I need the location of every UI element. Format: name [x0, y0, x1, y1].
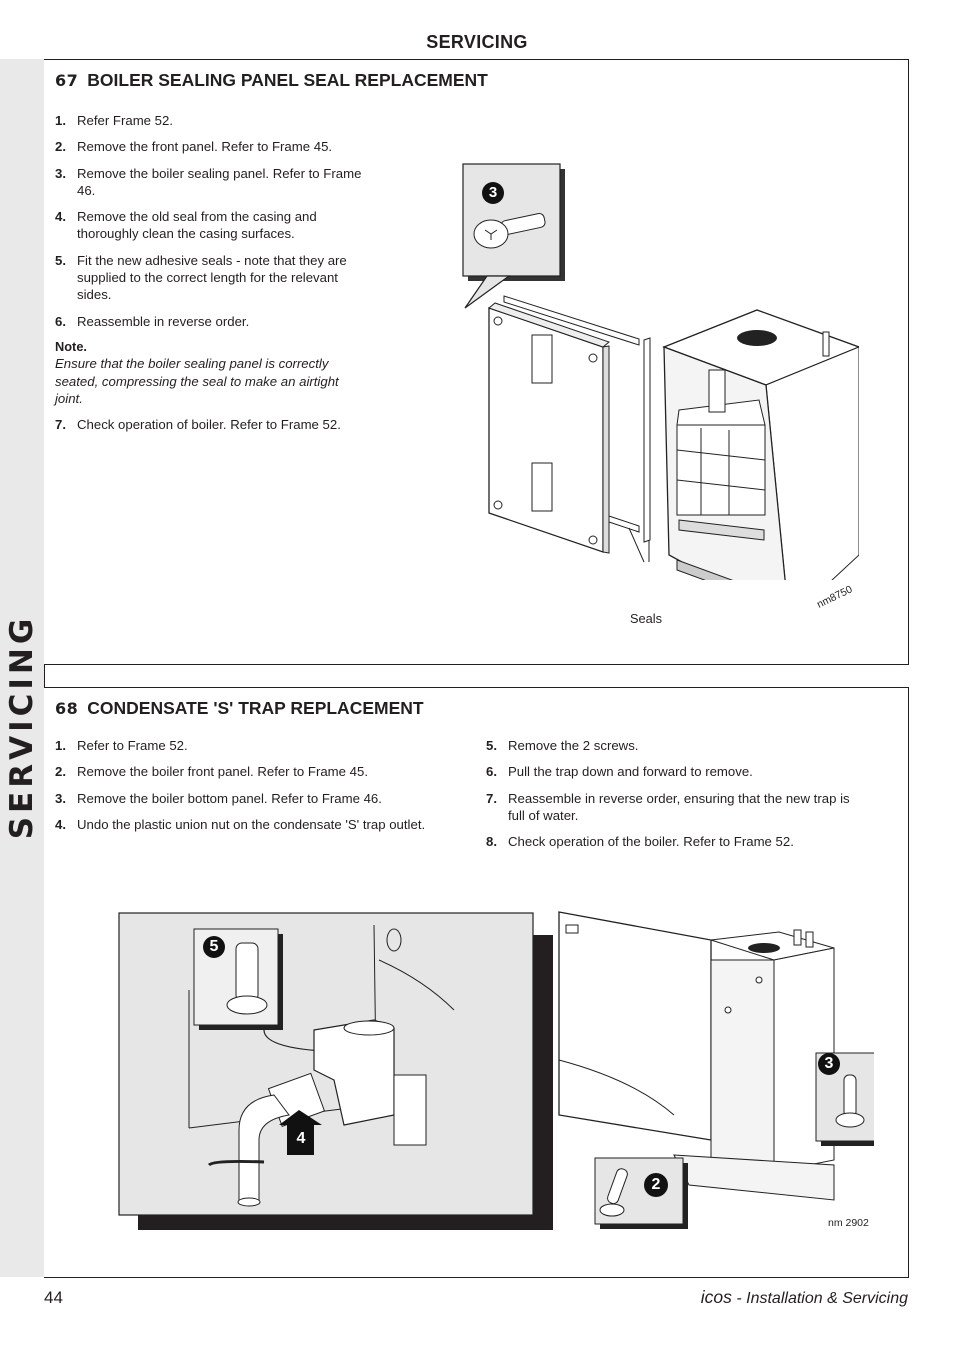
step-item: 7.Check operation of boiler. Refer to Fr… [55, 417, 341, 433]
section-title: SERVICING [426, 32, 528, 52]
frame-number: 67 [55, 71, 79, 90]
callout-number: 3 [488, 184, 498, 201]
sealing-panel [487, 302, 611, 554]
page-number: 44 [44, 1288, 63, 1307]
note-block: Note. Ensure that the boiler sealing pan… [55, 338, 365, 407]
illustration-svg [118, 911, 874, 1230]
step-item: 6.Pull the trap down and forward to remo… [486, 764, 753, 780]
callout-number-2: 2 [651, 1176, 661, 1193]
step-item: 2.Remove the boiler front panel. Refer t… [55, 764, 369, 780]
title-separator: - [731, 1290, 747, 1307]
step-list-left: 1.Refer to Frame 52. 2.Remove the boiler… [55, 737, 435, 842]
step-list: 1.Refer Frame 52. 2.Remove the front pan… [55, 112, 365, 330]
side-tab: SERVICING [0, 59, 45, 1277]
illustration-svg [462, 163, 859, 580]
step-item: 5.Remove the 2 screws. [486, 738, 639, 753]
screw-icon [599, 1168, 628, 1217]
step-item: 6.Reassemble in reverse order. [55, 313, 250, 329]
callout-badge-2 [644, 1173, 668, 1197]
step-item: 3.Remove the boiler sealing panel. Refer… [55, 165, 362, 198]
document-title: icos - Installation & Servicing [701, 1287, 908, 1308]
step-item: 5.Fit the new adhesive seals - note that… [55, 252, 347, 303]
step-item: 7.Reassemble in reverse order, ensuring … [486, 790, 850, 823]
figure-reference: nm 2902 [828, 1217, 869, 1229]
page-section-header: SERVICING [0, 32, 954, 53]
arrow-4 [279, 1110, 322, 1155]
callout-number-3: 3 [824, 1055, 834, 1072]
side-tab-label: SERVICING [4, 614, 40, 840]
callout-number-4: 4 [296, 1130, 306, 1147]
seals-label: Seals [630, 611, 663, 626]
frame-68: 68 CONDENSATE 'S' TRAP REPLACEMENT 1.Refe… [44, 687, 909, 1278]
step-item: 8.Check operation of the boiler. Refer t… [486, 834, 794, 850]
step-item: 1.Refer to Frame 52. [55, 738, 188, 753]
note-text: Ensure that the boiler sealing panel is … [55, 356, 339, 406]
step-item: 1.Refer Frame 52. [55, 113, 174, 128]
step-list-right: 5.Remove the 2 screws. 6.Pull the trap d… [486, 737, 861, 859]
step-list-after-note: 7.Check operation of boiler. Refer to Fr… [55, 416, 365, 433]
callout-badge-3 [818, 1053, 840, 1075]
s-trap [207, 1019, 427, 1207]
frame-title: 68 CONDENSATE 'S' TRAP REPLACEMENT [55, 698, 424, 719]
screw-icon [226, 942, 268, 1015]
screw-icon [473, 213, 546, 249]
callout-pointer [464, 275, 511, 309]
frame-title: 67 BOILER SEALING PANEL SEAL REPLACEMENT [55, 70, 488, 91]
step-item: 3.Remove the boiler bottom panel. Refer … [55, 790, 382, 806]
callout-badge [482, 182, 504, 204]
seal-strips [503, 295, 651, 563]
boiler-casing [558, 911, 835, 1201]
brand-name: icos [700, 1287, 732, 1307]
step-item: 4.Remove the old seal from the casing an… [55, 209, 317, 242]
frame-heading: CONDENSATE 'S' TRAP REPLACEMENT [87, 698, 424, 718]
frame-number: 68 [55, 699, 79, 718]
frame-67-text: 1.Refer Frame 52. 2.Remove the front pan… [55, 112, 365, 442]
doc-title: Installation & Servicing [746, 1290, 908, 1307]
figure-reference: nm8750 [815, 583, 855, 611]
callout-badge-5 [203, 936, 225, 958]
note-label: Note. [55, 338, 87, 354]
screw-icon [835, 1074, 865, 1128]
callout-number-5: 5 [209, 938, 219, 955]
boiler-casing [662, 309, 859, 580]
sealing-panel-illustration: Seals nm8750 3 [439, 160, 859, 626]
frame-heading: BOILER SEALING PANEL SEAL REPLACEMENT [87, 70, 488, 90]
s-trap-illustration: 5 4 3 2 nm 2902 [114, 910, 874, 1250]
step-item: 2.Remove the front panel. Refer to Frame… [55, 139, 333, 155]
step-item: 4.Undo the plastic union nut on the cond… [55, 816, 426, 832]
